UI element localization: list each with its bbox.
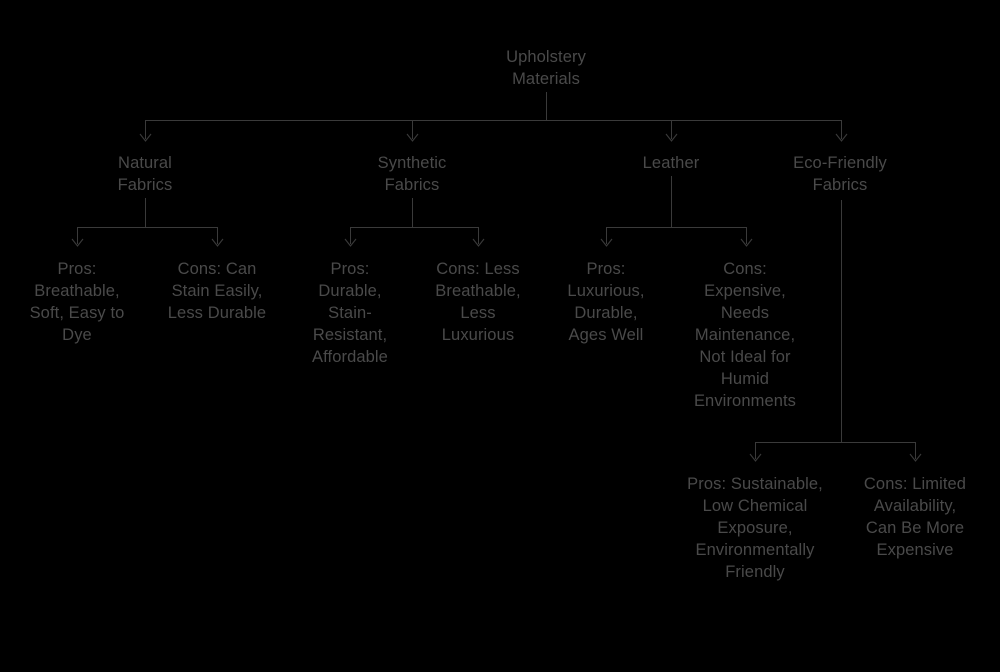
arrowhead-synthetic-pros — [344, 238, 357, 247]
node-natural-cons: Cons: Can Stain Easily, Less Durable — [167, 260, 267, 322]
node-synthetic-pros: Pros: Durable, Stain- Resistant, Afforda… — [312, 260, 388, 366]
connector-natural-bus — [77, 227, 217, 228]
node-eco-friendly-fabrics: Eco-Friendly Fabrics — [793, 154, 887, 194]
arrowhead-synthetic-cons — [472, 238, 485, 247]
node-natural-fabrics: Natural Fabrics — [117, 154, 173, 194]
connector-level2-bus — [145, 120, 841, 121]
connector-drop-synthetic — [412, 120, 413, 139]
node-natural-pros: Pros: Breathable, Soft, Easy to Dye — [29, 260, 125, 344]
connector-drop-leather — [671, 120, 672, 139]
node-eco-pros: Pros: Sustainable, Low Chemical Exposure… — [687, 475, 823, 581]
node-synthetic-cons: Cons: Less Breathable, Less Luxurious — [435, 260, 521, 344]
arrowhead-leather-cons — [740, 238, 753, 247]
connector-drop-natural — [145, 120, 146, 139]
connector-eco-bus — [755, 442, 915, 443]
node-leather-pros: Pros: Luxurious, Durable, Ages Well — [567, 260, 645, 344]
connector-natural-cons-drop — [217, 227, 218, 244]
connector-leather-cons-drop — [746, 227, 747, 244]
arrowhead-leather — [665, 133, 678, 142]
arrowhead-eco-pros — [749, 453, 762, 462]
arrowhead-eco-cons — [909, 453, 922, 462]
connector-drop-ecofriendly — [841, 120, 842, 139]
connector-leather-stem — [671, 176, 672, 227]
connector-eco-cons-drop — [915, 442, 916, 459]
connector-root-stub — [546, 92, 547, 120]
node-leather: Leather — [642, 154, 700, 172]
arrowhead-natural — [139, 133, 152, 142]
connector-eco-stem — [841, 200, 842, 442]
node-synthetic-fabrics: Synthetic Fabrics — [377, 154, 447, 194]
arrowhead-leather-pros — [600, 238, 613, 247]
connector-leather-bus — [606, 227, 746, 228]
connector-synthetic-bus — [350, 227, 478, 228]
node-eco-cons: Cons: Limited Availability, Can Be More … — [863, 475, 967, 559]
arrowhead-ecofriendly — [835, 133, 848, 142]
connector-natural-stem — [145, 198, 146, 227]
connector-synthetic-stem — [412, 198, 413, 227]
arrowhead-natural-cons — [211, 238, 224, 247]
connector-synthetic-pros-drop — [350, 227, 351, 244]
connector-leather-pros-drop — [606, 227, 607, 244]
arrowhead-natural-pros — [71, 238, 84, 247]
node-leather-cons: Cons: Expensive, Needs Maintenance, Not … — [693, 260, 797, 410]
arrowhead-synthetic — [406, 133, 419, 142]
node-upholstery-materials: Upholstery Materials — [506, 48, 586, 88]
connector-natural-pros-drop — [77, 227, 78, 244]
connector-synthetic-cons-drop — [478, 227, 479, 244]
connector-eco-pros-drop — [755, 442, 756, 459]
